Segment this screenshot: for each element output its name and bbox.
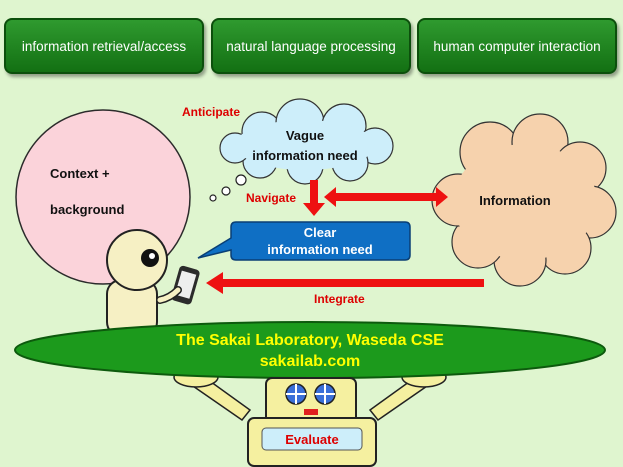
- navigate-bidirectional-arrow: [324, 187, 448, 207]
- integrate-label: Integrate: [314, 292, 365, 306]
- information-label: Information: [479, 193, 551, 208]
- evaluate-label: Evaluate: [285, 432, 338, 447]
- thought-dot: [235, 174, 247, 186]
- integrate-arrow: [206, 272, 484, 294]
- context-label-line1: Context +: [50, 166, 110, 181]
- context-label-line2: background: [50, 202, 124, 217]
- user-figure: [106, 229, 200, 337]
- navigate-label: Navigate: [246, 191, 296, 205]
- topic-natural-language-processing: natural language processing: [211, 18, 411, 74]
- lab-name: The Sakai Laboratory, Waseda CSE: [176, 332, 444, 349]
- topic-information-retrieval: information retrieval/access: [4, 18, 204, 74]
- robot-body: [247, 377, 377, 467]
- topic-human-computer-interaction: human computer interaction: [417, 18, 617, 74]
- vague-cloud: [219, 98, 394, 185]
- vague-label-line2: information need: [252, 148, 358, 163]
- thought-dot: [221, 186, 231, 196]
- thought-dot: [209, 194, 217, 202]
- information-cloud: [431, 113, 617, 287]
- anticipate-label: Anticipate: [182, 105, 240, 119]
- lab-url: sakailab.com: [260, 353, 361, 370]
- clear-need-box: [197, 221, 411, 261]
- navigate-down-arrow: [303, 180, 325, 216]
- clear-label-line2: information need: [267, 242, 373, 257]
- clear-label-line1: Clear: [304, 225, 337, 240]
- vague-label-line1: Vague: [286, 128, 324, 143]
